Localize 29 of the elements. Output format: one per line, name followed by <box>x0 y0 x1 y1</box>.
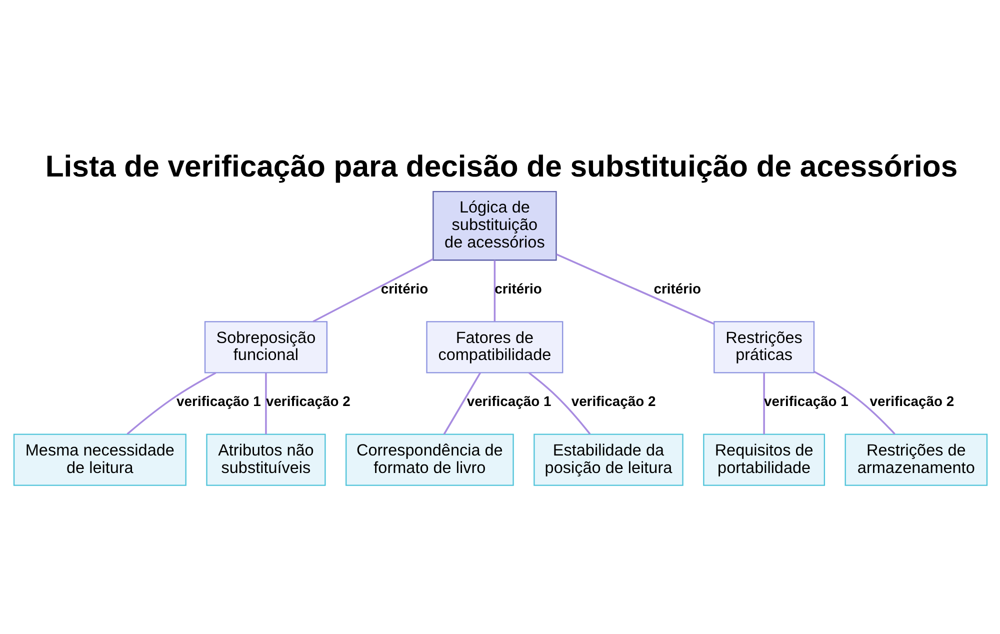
node-box: Restrições práticas <box>713 321 814 374</box>
edge-label: verificação 1 <box>764 392 848 409</box>
connector <box>312 258 433 322</box>
node-box: Correspondência de formato de livro <box>345 434 514 486</box>
connector <box>126 372 216 435</box>
connector <box>556 254 714 325</box>
node-box: Requisitos de portabilidade <box>702 434 825 486</box>
node-box: Estabilidade da posição de leitura <box>533 434 683 486</box>
edge-label: verificação 1 <box>466 392 551 409</box>
edge-label: critério <box>380 280 428 296</box>
connector <box>528 372 590 435</box>
edge-label: critério <box>494 280 542 296</box>
connector <box>813 371 895 435</box>
edge-label: verificação 2 <box>570 392 656 409</box>
node-box: Atributos não substituíveis <box>206 434 326 486</box>
connector <box>493 260 496 322</box>
node-box: Lógica de substituição de acessórios <box>432 191 556 261</box>
diagram-title: Lista de verificação para decisão de substituição de acessórios <box>44 150 958 184</box>
node-box: Restrições de armazenamento <box>844 434 988 486</box>
connector <box>264 372 266 434</box>
edge-label: verificação 2 <box>869 392 954 409</box>
node-box: Fatores de compatibilidade <box>426 321 563 374</box>
node-box: Mesma necessidade de leitura <box>12 434 186 486</box>
edge-label: verificação 1 <box>176 392 260 409</box>
connector <box>762 372 764 434</box>
edge-label: verificação 2 <box>265 392 350 409</box>
edge-label: critério <box>653 280 700 296</box>
connector <box>442 372 481 435</box>
node-box: Sobreposição funcional <box>204 321 327 374</box>
